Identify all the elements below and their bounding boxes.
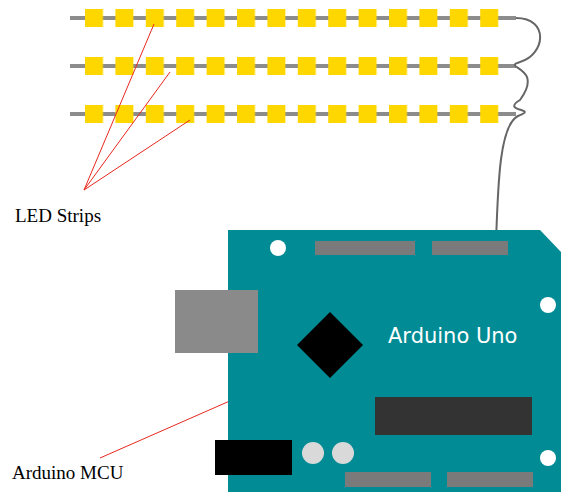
strip-wire bbox=[496, 18, 540, 243]
callout-label: Arduino MCU bbox=[12, 462, 123, 484]
board-label: Arduino Uno bbox=[388, 324, 517, 348]
board-drawing bbox=[175, 230, 561, 492]
arduino-board: Arduino Uno bbox=[175, 230, 561, 492]
callout-label: LED Strips bbox=[15, 205, 101, 227]
leader-lines bbox=[84, 24, 232, 458]
